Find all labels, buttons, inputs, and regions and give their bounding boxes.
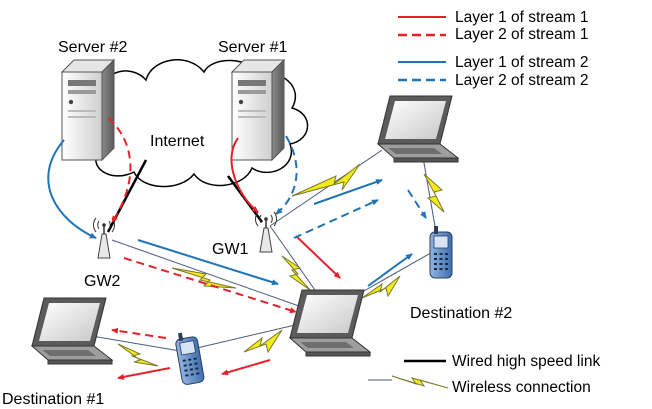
lightning-icons (117, 163, 445, 367)
s2-layer1-gw2-laptop (137, 239, 279, 286)
laptop-destination1-icon (31, 297, 113, 365)
gw2-label: GW2 (84, 273, 121, 290)
legend-layer1-stream1: Layer 1 of stream 1 (455, 9, 589, 26)
s1-layer1-laptop-phone (221, 359, 271, 376)
s2-layer2-laptop-phone (407, 189, 427, 219)
s2-layer2-server1-gw1 (275, 135, 298, 215)
legend-wireless: Wireless connection (452, 379, 591, 396)
s1-layer1-gw1-laptop (295, 235, 341, 279)
gw1-label: GW1 (212, 241, 249, 258)
s1-layer1-server1-gw1 (230, 137, 259, 213)
stream1-arrows (107, 117, 341, 380)
server-1-icon (231, 59, 285, 161)
server-2-icon (61, 59, 115, 161)
server-2-label: Server #2 (58, 39, 127, 56)
s1-layer2-server2-gw2 (107, 117, 132, 223)
phone-destination2-icon (429, 225, 453, 279)
internet-label: Internet (150, 133, 205, 150)
s2-layer1-laptop-phone (367, 253, 413, 287)
legend-wired: Wired high speed link (452, 353, 600, 370)
laptop-center-icon (289, 289, 371, 357)
laptop-top-right-icon (377, 95, 459, 163)
s1-layer2-gw2-laptop (123, 257, 297, 314)
destination1-label: Destination #1 (2, 391, 104, 408)
s2-layer1-gw1-laptop-top (313, 179, 383, 205)
s2-layer1-server2-gw2 (47, 139, 97, 239)
server-1-label: Server #1 (218, 39, 287, 56)
s2-layer2-gw1-laptop-top (293, 199, 379, 239)
legend-layer1-stream2: Layer 1 of stream 2 (455, 54, 589, 71)
destination2-label: Destination #2 (410, 305, 512, 322)
s1-layer1-phone-dest1 (117, 367, 171, 380)
legend-layer2-stream2: Layer 2 of stream 2 (455, 72, 589, 89)
legend-layer2-stream1: Layer 2 of stream 1 (455, 26, 589, 43)
s1-layer2-phone-dest1 (111, 327, 167, 339)
legend-swatch-wireless (368, 375, 449, 389)
legend: Layer 1 of stream 1 Layer 2 of stream 1 … (368, 9, 600, 396)
stream2-arrows (47, 135, 427, 287)
phone-destination1-icon (173, 329, 206, 386)
